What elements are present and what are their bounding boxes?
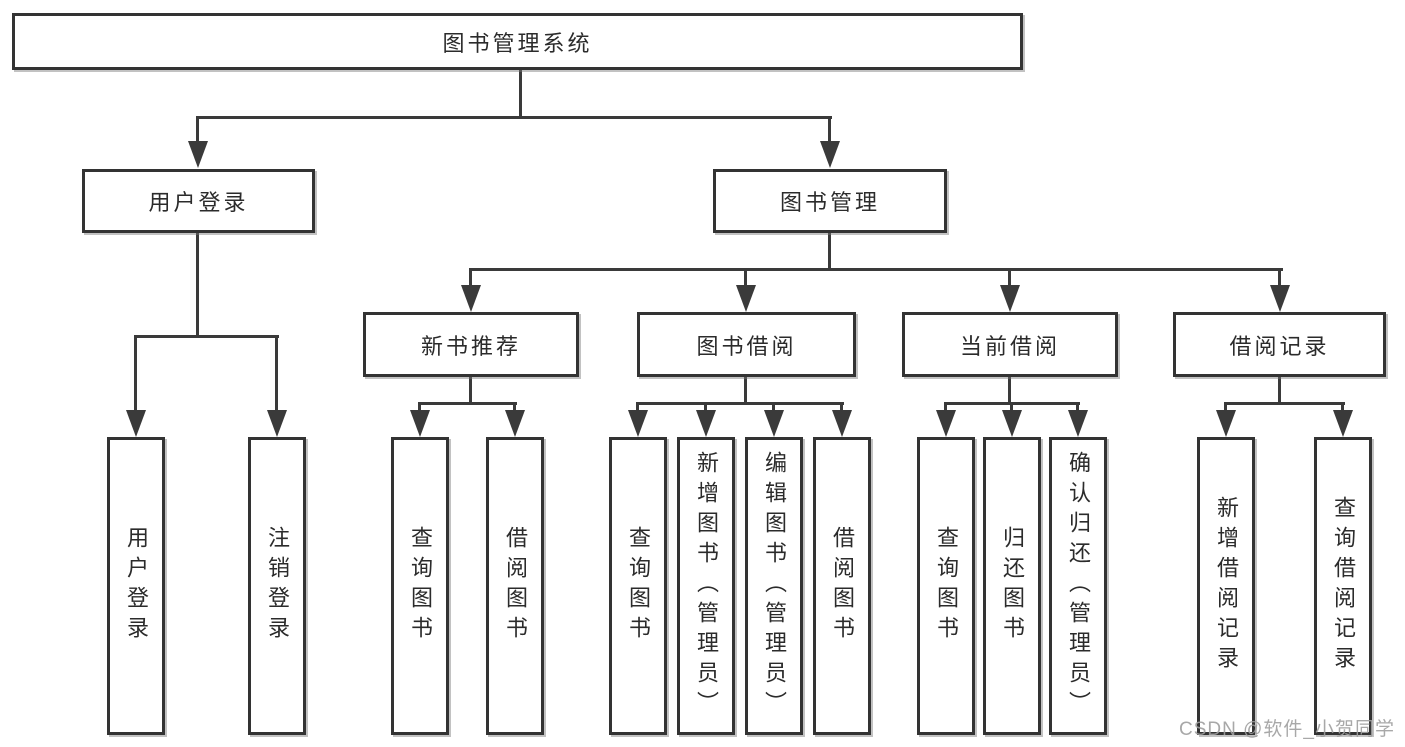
tree-edge (134, 335, 137, 413)
node-label: 归还图书 (1000, 526, 1025, 646)
node-library-management-system: 图书管理系统 (12, 13, 1023, 70)
node-current-borrowing: 当前借阅 (902, 312, 1118, 377)
tree-edge (513, 402, 516, 414)
arrow-down-icon (1270, 285, 1290, 312)
tree-edge (828, 116, 831, 143)
tree-edge (196, 233, 199, 337)
leaf-bb-query-books: 查询图书 (609, 437, 667, 735)
tree-edge (1341, 402, 1344, 414)
leaf-bb-add-books-admin: 新增图书（管理员） (677, 437, 735, 735)
tree-edge (418, 402, 517, 405)
tree-edge (1278, 268, 1281, 288)
leaf-br-query-record: 查询借阅记录 (1314, 437, 1372, 735)
tree-edge (275, 335, 278, 413)
node-label: 新增借阅记录 (1214, 496, 1239, 676)
node-label: 图书管理系统 (442, 30, 593, 56)
arrow-down-icon (936, 410, 956, 437)
node-label: 用户登录 (124, 526, 149, 646)
leaf-nb-borrow-books: 借阅图书 (486, 437, 544, 735)
leaf-bb-edit-books-admin: 编辑图书（管理员） (745, 437, 803, 735)
leaf-bb-borrow-books: 借阅图书 (813, 437, 871, 735)
leaf-cb-query-books: 查询图书 (917, 437, 975, 735)
node-book-borrowing: 图书借阅 (637, 312, 856, 377)
node-label: 查询借阅记录 (1331, 496, 1356, 676)
node-label: 注销登录 (265, 526, 290, 646)
arrow-down-icon (736, 285, 756, 312)
node-label: 用户登录 (148, 190, 249, 215)
node-book-management: 图书管理 (713, 169, 947, 233)
arrow-down-icon (188, 141, 208, 168)
arrow-down-icon (764, 410, 784, 437)
tree-edge (636, 402, 639, 414)
tree-edge (1224, 402, 1227, 414)
node-label: 新书推荐 (420, 333, 521, 359)
arrow-down-icon (1216, 410, 1236, 437)
tree-edge (944, 402, 947, 414)
tree-edge (1076, 402, 1079, 414)
arrow-down-icon (126, 410, 146, 437)
tree-edge (1008, 268, 1011, 288)
tree-edge (469, 268, 1283, 271)
tree-edge (469, 268, 472, 288)
tree-edge (1224, 402, 1345, 405)
arrow-down-icon (461, 285, 481, 312)
node-borrowing-records: 借阅记录 (1173, 312, 1386, 377)
leaf-cb-return-books: 归还图书 (983, 437, 1041, 735)
node-label: 当前借阅 (959, 333, 1060, 359)
tree-edge (744, 268, 747, 288)
tree-edge (772, 402, 775, 414)
tree-edge (636, 402, 844, 405)
node-label: 借阅图书 (503, 526, 528, 646)
tree-edge (418, 402, 421, 414)
tree-edge (134, 335, 279, 338)
node-label: 借阅图书 (830, 526, 855, 646)
leaf-logout: 注销登录 (248, 437, 306, 735)
arrow-down-icon (505, 410, 525, 437)
node-label: 图书借阅 (696, 333, 797, 359)
tree-edge (469, 377, 472, 405)
leaf-user-login: 用户登录 (107, 437, 165, 735)
tree-edge (744, 377, 747, 405)
arrow-down-icon (696, 410, 716, 437)
arrow-down-icon (1333, 410, 1353, 437)
node-label: 确认归还（管理员） (1066, 451, 1091, 721)
node-label: 查询图书 (626, 526, 651, 646)
leaf-cb-confirm-return-admin: 确认归还（管理员） (1049, 437, 1107, 735)
tree-edge (704, 402, 707, 414)
node-label: 借阅记录 (1229, 333, 1330, 359)
tree-edge (828, 233, 831, 270)
leaf-br-add-record: 新增借阅记录 (1197, 437, 1255, 735)
arrow-down-icon (1068, 410, 1088, 437)
tree-edge (196, 116, 199, 143)
tree-edge (1278, 377, 1281, 405)
arrow-down-icon (820, 141, 840, 168)
arrow-down-icon (1002, 410, 1022, 437)
tree-edge (840, 402, 843, 414)
arrow-down-icon (410, 410, 430, 437)
arrow-down-icon (267, 410, 287, 437)
leaf-nb-query-books: 查询图书 (391, 437, 449, 735)
arrow-down-icon (1000, 285, 1020, 312)
csdn-watermark: CSDN @软件_小贺同学 (1179, 719, 1395, 740)
tree-edge (1008, 377, 1011, 405)
node-label: 编辑图书（管理员） (762, 451, 787, 721)
tree-edge (196, 116, 832, 119)
node-label: 查询图书 (408, 526, 433, 646)
tree-edge (1010, 402, 1013, 414)
arrow-down-icon (628, 410, 648, 437)
node-label: 图书管理 (779, 190, 880, 215)
node-user-login: 用户登录 (82, 169, 315, 233)
node-label: 新增图书（管理员） (694, 451, 719, 721)
node-label: 查询图书 (934, 526, 959, 646)
arrow-down-icon (832, 410, 852, 437)
node-new-book-recommend: 新书推荐 (363, 312, 579, 377)
tree-edge (519, 70, 522, 118)
